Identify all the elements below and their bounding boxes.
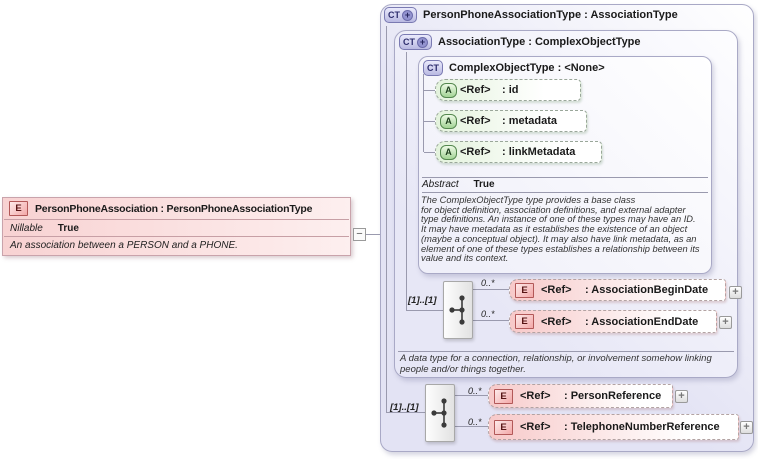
attribute-icon: A: [440, 82, 457, 98]
element-row-personreference[interactable]: E <Ref> : PersonReference: [488, 384, 673, 408]
expand-button[interactable]: +: [740, 421, 753, 434]
element-icon: E: [494, 388, 513, 404]
complextype-icon: CT: [423, 60, 443, 76]
divider: [4, 236, 349, 237]
element-row-telephonenumberreference[interactable]: E <Ref> : TelephoneNumberReference: [488, 414, 739, 440]
attribute-icon: A: [440, 113, 457, 129]
sequence-occurs: [1]..[1]: [390, 402, 419, 413]
divider: [422, 192, 708, 193]
outer-type-title: PersonPhoneAssociationType : Association…: [423, 9, 678, 21]
connector-line: [424, 90, 436, 91]
element-icon: E: [515, 282, 534, 298]
element-name: : AssociationEndDate: [585, 315, 699, 328]
ct-plus-icon: +: [417, 36, 428, 48]
element-name: : AssociationBeginDate: [585, 284, 709, 296]
connector-line: [455, 395, 488, 396]
connector-line: [423, 74, 424, 152]
connector-line: [424, 152, 436, 153]
divider: [4, 219, 349, 220]
abstract-row: Abstract True: [422, 179, 495, 190]
element-ref: <Ref>: [541, 284, 572, 296]
complextype-icon-label: CT: [427, 63, 439, 73]
nillable-row: Nillable True: [3, 220, 350, 236]
connector-line: [406, 52, 407, 310]
connector-line: [386, 412, 425, 413]
attribute-name: : metadata: [502, 115, 558, 127]
sequence-occurs: [1]..[1]: [408, 295, 437, 306]
element-card-title: PersonPhoneAssociation : PersonPhoneAsso…: [35, 202, 313, 215]
cardinality-label: 0..*: [468, 417, 482, 427]
outer-type-header: CT+ PersonPhoneAssociationType : Associa…: [384, 7, 678, 23]
attribute-row-id[interactable]: A <Ref> : id: [435, 79, 581, 101]
connector-line: [424, 121, 436, 122]
element-row-associationenddate[interactable]: E <Ref> : AssociationEndDate: [509, 310, 717, 333]
attribute-ref: <Ref>: [460, 115, 491, 127]
element-name: : PersonReference: [564, 390, 662, 402]
associationtype-description: A data type for a connection, relationsh…: [400, 353, 712, 375]
attribute-row-metadata[interactable]: A <Ref> : metadata: [435, 110, 587, 132]
nillable-label: Nillable: [10, 222, 43, 234]
ct-plus-icon: +: [402, 9, 413, 21]
nillable-value: True: [57, 222, 79, 234]
sequence-icon: [443, 281, 473, 339]
association-type-header: CT+ AssociationType : ComplexObjectType: [399, 34, 641, 50]
element-ref: <Ref>: [520, 421, 551, 433]
element-icon: E: [9, 201, 28, 216]
divider: [422, 177, 708, 178]
sequence-icon: [425, 384, 455, 442]
abstract-value: True: [473, 179, 495, 190]
attribute-ref: <Ref>: [460, 84, 491, 96]
connector-line: [455, 426, 488, 427]
cardinality-label: 0..*: [481, 278, 495, 288]
element-description: An association between a PERSON and a PH…: [10, 240, 238, 251]
element-ref: <Ref>: [520, 390, 551, 402]
attribute-ref: <Ref>: [460, 146, 491, 158]
complexobjecttype-title: ComplexObjectType : <None>: [449, 62, 605, 74]
complextype-icon-label: CT: [403, 37, 415, 47]
connector-line: [366, 234, 380, 235]
element-card-personphoneassociation[interactable]: E PersonPhoneAssociation : PersonPhoneAs…: [2, 197, 351, 256]
sequence-glyph: [431, 398, 447, 428]
expand-button[interactable]: +: [729, 286, 742, 299]
complextype-icon: CT+: [384, 7, 417, 23]
connector-line: [473, 320, 509, 321]
element-card-header: E PersonPhoneAssociation : PersonPhoneAs…: [3, 198, 350, 219]
collapse-toggle[interactable]: −: [353, 228, 366, 241]
attribute-icon: A: [440, 144, 457, 160]
connector-line: [473, 289, 509, 290]
attribute-name: : linkMetadata: [502, 146, 576, 158]
complexobjecttype-header: CT ComplexObjectType : <None>: [423, 60, 605, 76]
association-type-title: AssociationType : ComplexObjectType: [438, 36, 641, 48]
attribute-row-linkmetadata[interactable]: A <Ref> : linkMetadata: [435, 141, 602, 163]
complextype-icon: CT+: [399, 34, 432, 50]
connector-line: [386, 26, 387, 412]
connector-line: [406, 310, 443, 311]
element-icon: E: [515, 314, 534, 329]
element-ref: <Ref>: [541, 315, 572, 328]
expand-button[interactable]: +: [719, 316, 732, 329]
expand-button[interactable]: +: [675, 390, 688, 403]
cardinality-label: 0..*: [468, 386, 482, 396]
cardinality-label: 0..*: [481, 309, 495, 319]
element-icon: E: [494, 419, 513, 435]
divider: [398, 351, 734, 352]
complextype-icon-label: CT: [388, 10, 400, 20]
sequence-glyph: [449, 295, 465, 325]
abstract-label: Abstract: [422, 179, 459, 190]
element-row-associationbegindate[interactable]: E <Ref> : AssociationBeginDate: [509, 279, 726, 301]
element-name: : TelephoneNumberReference: [564, 421, 720, 433]
complexobjecttype-description: The ComplexObjectType type provides a ba…: [421, 195, 700, 264]
attribute-name: : id: [502, 84, 519, 96]
